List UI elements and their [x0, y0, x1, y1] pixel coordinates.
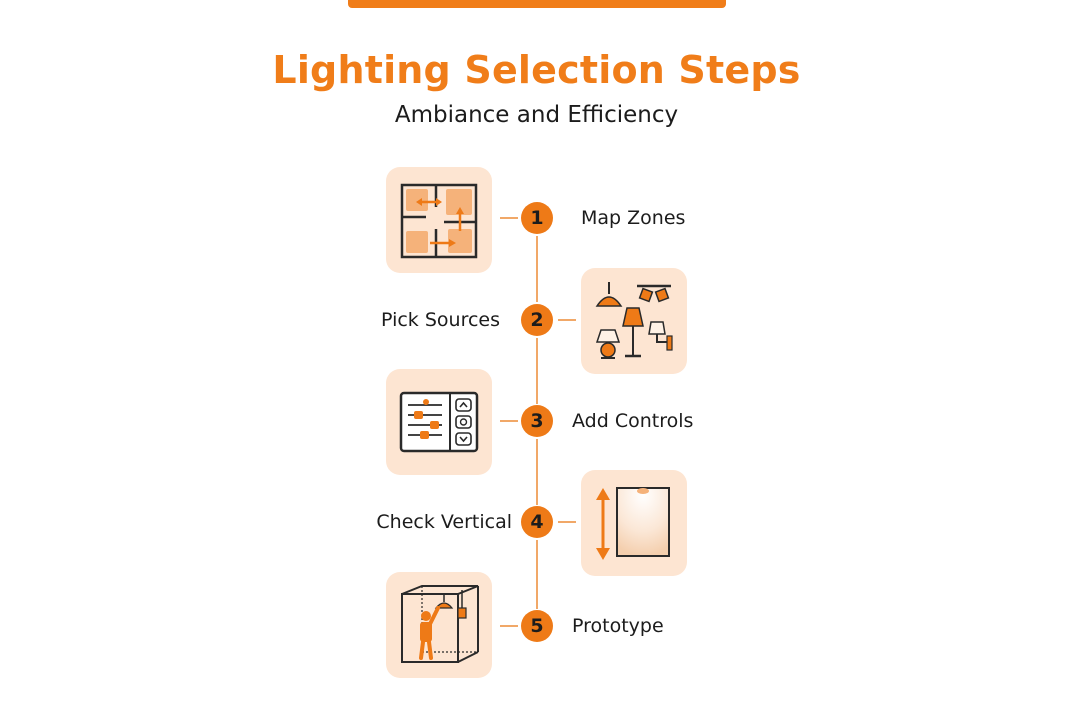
step-4-icon-tile: [581, 470, 687, 576]
step-5-number: 5: [521, 610, 553, 642]
step-4-connector: [558, 521, 576, 523]
step-2-number: 2: [521, 304, 553, 336]
page-subtitle: Ambiance and Efficiency: [394, 102, 679, 128]
room-prototype-icon: [401, 585, 479, 663]
step-3-number: 3: [521, 405, 553, 437]
step-1-label: Map Zones: [581, 207, 686, 229]
step-1-number: 1: [521, 202, 553, 234]
step-4-label: Check Vertical: [376, 511, 512, 533]
light-fixtures-icon: [595, 282, 673, 359]
step-5-label: Prototype: [572, 615, 664, 637]
floor-plan-icon: [400, 183, 478, 259]
control-panel-icon: [399, 391, 479, 453]
step-5-icon-tile: [386, 572, 492, 678]
step-5-connector: [500, 625, 518, 627]
step-2-icon-tile: [581, 268, 687, 374]
vertical-light-icon: [596, 487, 670, 560]
step-2-connector: [558, 319, 576, 321]
step-3-label: Add Controls: [572, 410, 694, 432]
step-1-connector: [500, 217, 518, 219]
step-3-icon-tile: [386, 369, 492, 475]
step-1-icon-tile: [386, 167, 492, 273]
spine-segment-2: [536, 338, 538, 404]
spine-segment-3: [536, 439, 538, 505]
spine-segment-1: [536, 236, 538, 302]
step-4-number: 4: [521, 506, 553, 538]
step-3-connector: [500, 420, 518, 422]
top-accent-bar: [348, 0, 726, 8]
spine-segment-4: [536, 540, 538, 609]
step-2-label: Pick Sources: [381, 309, 500, 331]
page-title: Lighting Selection Steps: [272, 48, 801, 92]
